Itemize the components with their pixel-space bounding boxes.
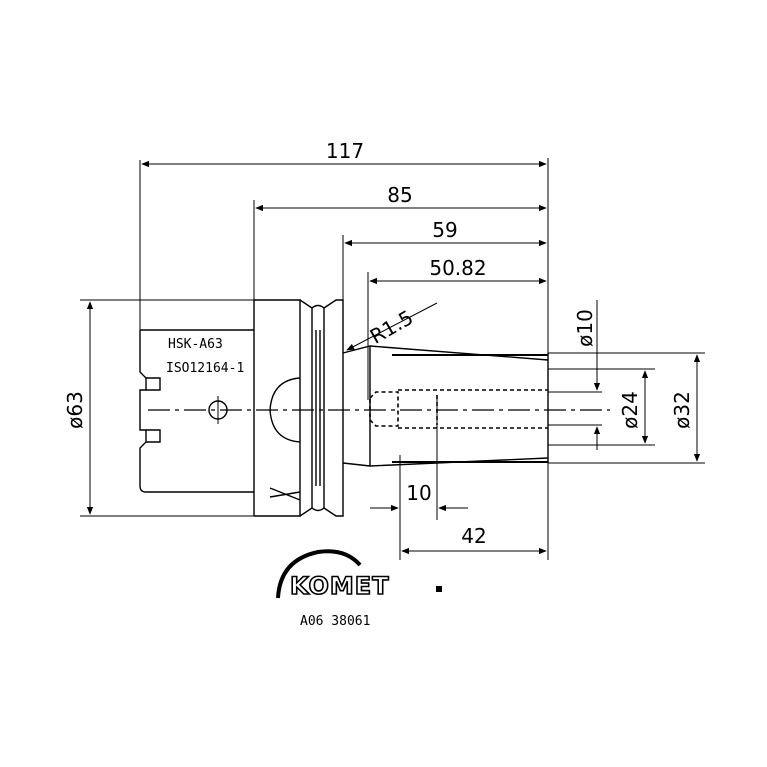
dim-d32: ø32 xyxy=(670,391,694,429)
dim-117: 117 xyxy=(326,139,364,163)
part-code: A06 38061 xyxy=(300,614,370,629)
standard-label: ISO12164-1 xyxy=(166,361,244,376)
komet-logo: KOMET xyxy=(276,549,442,601)
dim-d10: ø10 xyxy=(573,309,597,347)
diameter-dimension-lines xyxy=(86,300,701,515)
dimension-texts: 117 85 59 50.82 R1.5 ø10 ø63 ø24 ø32 10 … xyxy=(63,139,694,548)
leader-r1-5 xyxy=(346,302,438,351)
interface-label: HSK-A63 xyxy=(168,337,223,352)
logo-dot xyxy=(436,586,442,592)
dim-d63: ø63 xyxy=(63,391,87,429)
dim-42: 42 xyxy=(461,524,486,548)
part-outline xyxy=(139,299,549,517)
logo-text: KOMET xyxy=(290,572,390,600)
hidden-lines xyxy=(369,389,548,429)
dim-59: 59 xyxy=(432,218,457,242)
length-dimension-lines xyxy=(141,160,547,555)
dim-85: 85 xyxy=(387,183,412,207)
logo-arc-icon xyxy=(276,549,362,599)
extension-lines xyxy=(80,158,705,560)
dim-r1-5: R1.5 xyxy=(366,305,418,349)
dim-d24: ø24 xyxy=(618,391,642,429)
dim-10: 10 xyxy=(406,481,431,505)
dim-50-82: 50.82 xyxy=(429,256,486,280)
